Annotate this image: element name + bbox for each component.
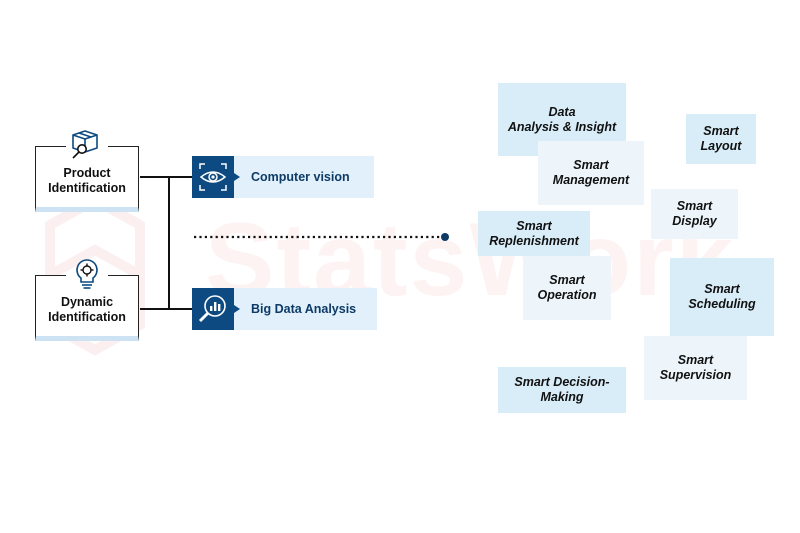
- computer-vision-item: Computer vision: [192, 156, 374, 198]
- tag-smart-management: Smart Management: [538, 141, 644, 205]
- tag-smart-decision-making: Smart Decision- Making: [498, 367, 626, 413]
- product-identification-label: Product Identification: [48, 166, 126, 195]
- magnifier-chart-icon: [192, 288, 234, 330]
- product-identification-box: Product Identification: [35, 130, 139, 212]
- dynamic-identification-box: Dynamic Identification: [35, 259, 139, 341]
- dotted-arrow-endpoint: [441, 233, 449, 241]
- tag-smart-scheduling: Smart Scheduling: [670, 258, 774, 336]
- bracket-connector: [140, 176, 192, 310]
- tag-smart-supervision: Smart Supervision: [644, 336, 747, 400]
- tag-smart-operation: Smart Operation: [523, 256, 611, 320]
- big-data-analysis-label: Big Data Analysis: [251, 302, 357, 316]
- eye-scan-icon: [192, 156, 234, 198]
- computer-vision-label: Computer vision: [251, 170, 350, 184]
- tag-smart-layout: Smart Layout: [686, 114, 756, 164]
- box-with-magnifier-icon: [72, 130, 98, 159]
- big-data-analysis-item: Big Data Analysis: [192, 288, 377, 330]
- tag-smart-replenishment: Smart Replenishment: [478, 211, 590, 256]
- lightbulb-gear-icon: [76, 259, 98, 289]
- tag-smart-display: Smart Display: [651, 189, 738, 239]
- dynamic-identification-label: Dynamic Identification: [48, 295, 126, 324]
